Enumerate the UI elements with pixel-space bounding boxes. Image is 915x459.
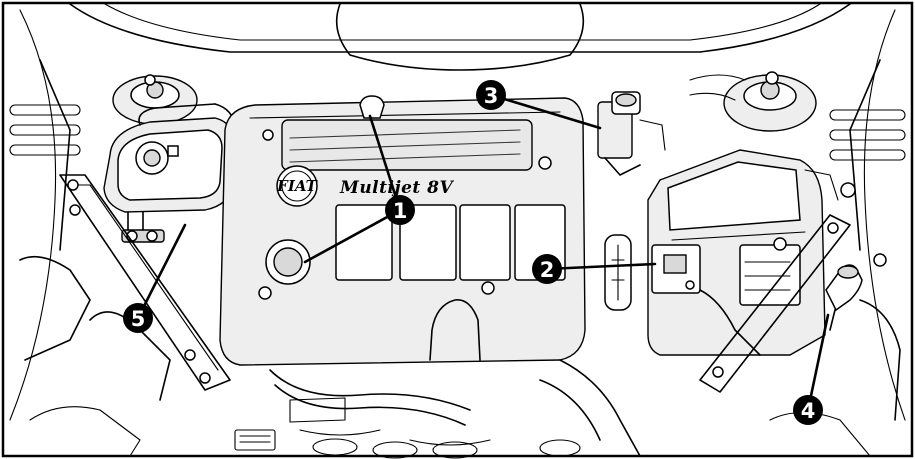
callout-5: 5 (123, 303, 153, 333)
fuel-filter (604, 234, 632, 311)
callout-2: 2 (532, 254, 562, 284)
callout-2-label: 2 (540, 258, 555, 282)
right-strut-mount (689, 71, 817, 132)
engine-model-badge: Multijet 8V (339, 178, 455, 198)
callout-4: 4 (793, 395, 823, 425)
left-chassis-member (19, 174, 231, 457)
lower-hoses (234, 359, 641, 459)
dipstick-handle (359, 95, 385, 119)
callout-1-label: 1 (393, 199, 408, 223)
callout-3-label: 3 (484, 84, 499, 108)
callout-3: 3 (476, 80, 506, 110)
left-strut-mount (112, 74, 198, 125)
brake-fluid-reservoir (597, 91, 666, 176)
fiat-logo: FIAT (276, 177, 318, 195)
engine-cover: FIAT Multijet 8V (219, 95, 586, 366)
washer-fluid-cap (825, 264, 863, 331)
leader-5 (136, 223, 187, 320)
leader-3 (489, 93, 602, 130)
leader-2 (545, 262, 657, 271)
leader-1a (368, 114, 402, 212)
right-vent-slats (829, 109, 906, 161)
callout-1: 1 (385, 195, 415, 225)
battery (647, 149, 826, 356)
leader-4 (806, 313, 830, 412)
right-strut-bar (699, 169, 887, 393)
leader-1b (303, 208, 402, 264)
callout-5-label: 5 (131, 307, 146, 331)
left-vent-slats (9, 104, 81, 156)
coolant-expansion-tank (103, 103, 237, 243)
callout-4-label: 4 (801, 399, 816, 423)
